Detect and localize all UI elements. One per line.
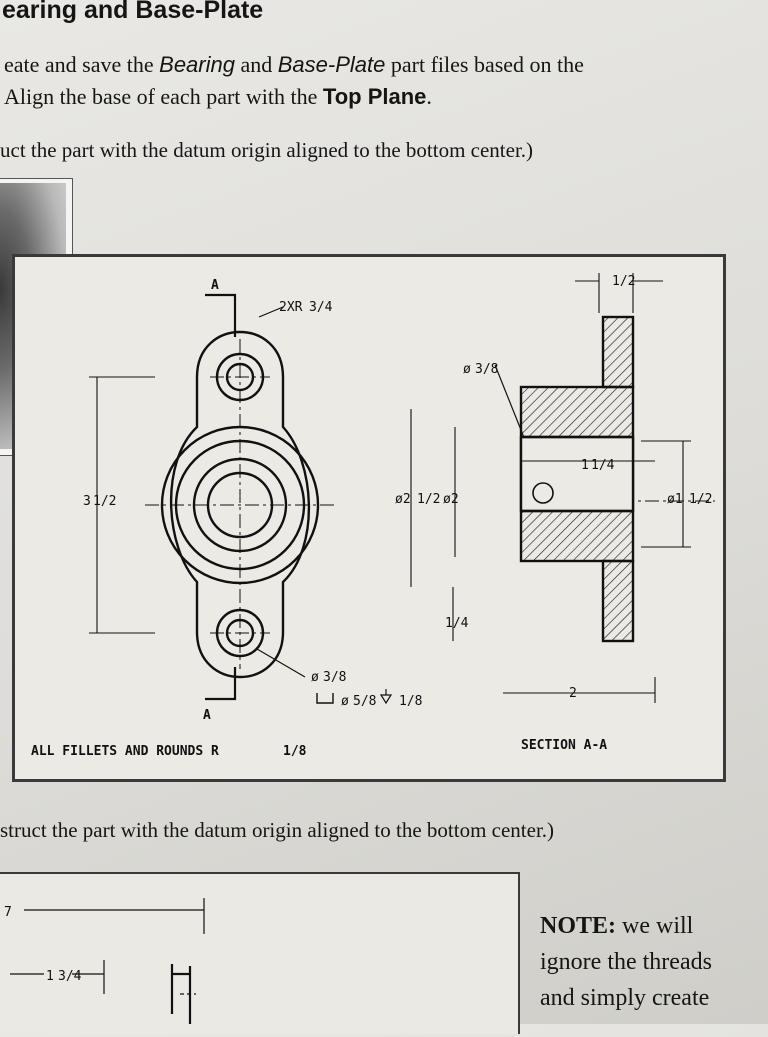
base-plate-drawing-svg: 7 1 3/4 bbox=[4, 898, 205, 1024]
instruction-2: struct the part with the datum origin al… bbox=[0, 818, 555, 842]
dia-top-frac: 3/8 bbox=[475, 362, 498, 377]
cbore-dia-frac: 3/8 bbox=[323, 670, 346, 685]
height-dim-whole: 3 bbox=[83, 494, 91, 509]
section-heading: earing and Base-Plate bbox=[2, 0, 264, 24]
dia-2: ø2 bbox=[443, 492, 459, 507]
dim-1-1-4-whole: 1 bbox=[581, 458, 589, 473]
intro-line-2: Align the base of each part with the Top… bbox=[4, 84, 432, 110]
hole-callout-frac: 3/4 bbox=[309, 300, 333, 315]
top-dim-frac: 1/2 bbox=[612, 274, 635, 289]
dim-1-4: 1/4 bbox=[445, 616, 469, 631]
part-name-bearing: Bearing bbox=[159, 52, 235, 77]
bore-cut bbox=[519, 435, 635, 513]
dia-2-1-2-frac: 1/2 bbox=[417, 492, 440, 507]
dia-1-1-2-frac: 1/2 bbox=[689, 492, 712, 507]
intro-text-a: eate and save the bbox=[4, 52, 160, 77]
hole-callout: 2XR bbox=[279, 300, 303, 315]
cbore-spec: ø bbox=[341, 694, 349, 709]
dim-1-1-4-frac: 1/4 bbox=[591, 458, 615, 473]
bearing-drawing: A A 2XR 3/4 ø 3/8 3 1/2 bbox=[12, 254, 726, 782]
cbore-symbol bbox=[316, 693, 334, 704]
section-cut-top bbox=[205, 293, 237, 337]
section-title: SECTION A-A bbox=[521, 738, 607, 753]
dia-top-callout: ø bbox=[463, 362, 471, 377]
cbore-dia: ø bbox=[311, 670, 319, 685]
fillets-note-frac: 1/8 bbox=[283, 744, 307, 759]
height-dim-frac: 1/2 bbox=[93, 494, 116, 509]
cbore-depth-frac: 1/8 bbox=[399, 694, 422, 709]
flange-upper bbox=[601, 315, 635, 389]
top-plane-term: Top Plane bbox=[322, 84, 427, 109]
front-view-outline bbox=[169, 331, 311, 678]
note-line-3: and simply create bbox=[540, 985, 710, 1011]
dim-2: 2 bbox=[569, 686, 577, 701]
part-name-base-plate: Base-Plate bbox=[277, 52, 386, 77]
intro-text-b: part files based on the bbox=[385, 52, 584, 77]
dia-1-1-2: ø1 bbox=[667, 492, 683, 507]
note-text-1: we will bbox=[616, 913, 694, 939]
flange-lower bbox=[601, 559, 635, 643]
section-label-a-top: A bbox=[211, 278, 219, 293]
lower-dim-1-3-4-frac: 3/4 bbox=[58, 969, 82, 984]
dia-2-1-2: ø2 bbox=[395, 492, 411, 507]
intro-period: . bbox=[426, 84, 432, 109]
instruction-1: uct the part with the datum origin align… bbox=[0, 138, 534, 162]
lower-dim-1-3-4-whole: 1 bbox=[46, 969, 54, 984]
base-plate-drawing: 7 1 3/4 bbox=[0, 872, 520, 1034]
note-block: NOTE: we will ignore the threads and sim… bbox=[540, 908, 762, 1016]
intro-text-and: and bbox=[234, 52, 278, 77]
intro-line-1: eate and save the Bearing and Base-Plate… bbox=[4, 52, 584, 78]
lower-dim-7: 7 bbox=[4, 905, 12, 920]
section-label-a-bottom: A bbox=[203, 708, 211, 723]
cbore-spec-frac: 5/8 bbox=[353, 694, 376, 709]
note-line-1: NOTE: we will bbox=[540, 908, 762, 944]
bearing-drawing-svg: A A 2XR 3/4 ø 3/8 3 1/2 bbox=[31, 273, 715, 759]
note-label: NOTE: bbox=[540, 913, 617, 939]
section-cut-bottom bbox=[205, 667, 237, 701]
intro-text-align: Align the base of each part with the bbox=[4, 84, 323, 109]
section-center-mark bbox=[532, 482, 554, 504]
depth-symbol bbox=[379, 689, 393, 705]
fillets-note: ALL FILLETS AND ROUNDS R bbox=[31, 744, 219, 759]
note-line-2: ignore the threads bbox=[540, 949, 712, 975]
